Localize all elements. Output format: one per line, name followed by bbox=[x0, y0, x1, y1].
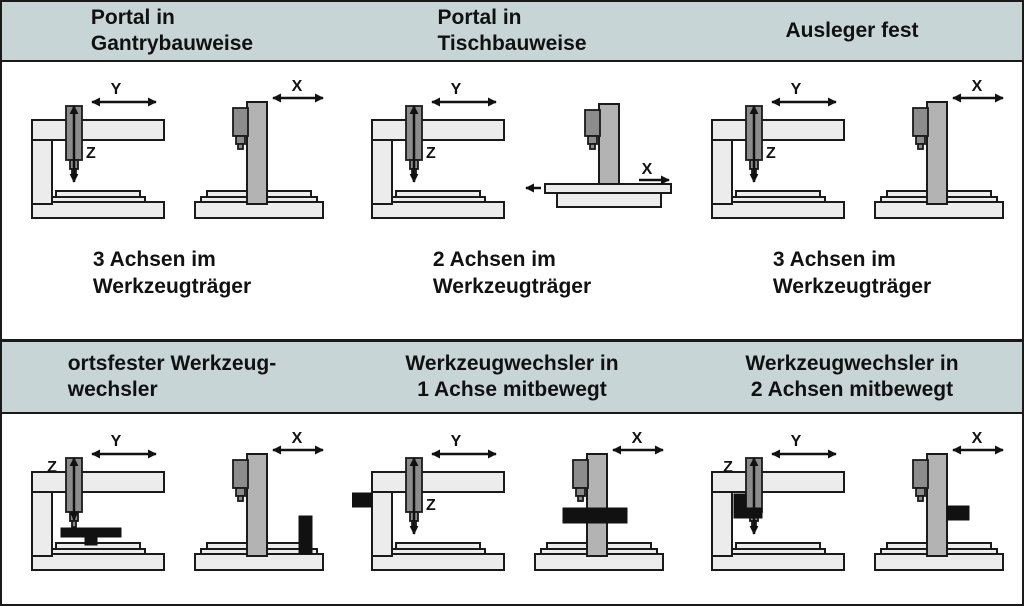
machine-column bbox=[231, 101, 268, 205]
z-axis-label: Z bbox=[723, 459, 733, 476]
header-line: 1 Achse mitbewegt bbox=[417, 378, 607, 401]
spindle-neck bbox=[586, 135, 598, 145]
diagram-row-bottom: Y Z X bbox=[2, 414, 1022, 604]
front-view-diagram: Y Z bbox=[30, 81, 165, 219]
tool-changer-block bbox=[351, 492, 372, 508]
header-line: ortsfester Werkzeug- bbox=[67, 351, 277, 375]
z-axis-label: Z bbox=[86, 145, 96, 162]
header-ausleger-fest: Ausleger fest bbox=[682, 2, 1022, 60]
header-line: wechsler bbox=[67, 378, 158, 401]
tool-changer-block bbox=[946, 505, 969, 521]
caption-line: 2 Achsen im bbox=[432, 248, 556, 271]
side-view-moving-table-diagram: X bbox=[524, 103, 672, 208]
y-axis-label: Y bbox=[790, 433, 801, 450]
machine-column bbox=[571, 453, 608, 557]
front-view-diagram: Y Z bbox=[710, 433, 845, 571]
section-ortsfester-wechsler: Y Z X bbox=[2, 414, 342, 604]
section-wechsler-1-achse: Y Z X bbox=[342, 414, 682, 604]
header-line: Ausleger fest bbox=[785, 18, 919, 42]
side-view-diagram: X bbox=[533, 432, 673, 571]
side-view-diagram: X bbox=[193, 432, 333, 571]
x-axis-label: X bbox=[291, 80, 302, 95]
caption-line: 3 Achsen im bbox=[772, 248, 896, 271]
y-axis-label: Y bbox=[450, 433, 461, 450]
header-line: Portal in bbox=[437, 5, 522, 29]
tool-rack-bar bbox=[60, 527, 121, 538]
header-portal-tisch: Portal in Tischbauweise bbox=[342, 2, 682, 60]
z-axis-label: Z bbox=[47, 459, 57, 476]
z-axis-label: Z bbox=[766, 145, 776, 162]
y-axis-label: Y bbox=[110, 433, 121, 450]
front-view-diagram: Y Z bbox=[370, 81, 505, 219]
side-view-diagram: X bbox=[873, 80, 1013, 219]
header-row-top: Portal in Gantrybauweise Portal in Tisch… bbox=[2, 2, 1022, 62]
machine-views: Y Z X bbox=[12, 80, 333, 230]
header-line: Werkzeugwechsler in bbox=[745, 351, 959, 375]
machine-views: Y Z X bbox=[12, 432, 333, 582]
machine-base bbox=[555, 192, 662, 208]
x-axis-label: X bbox=[291, 432, 302, 447]
section-portal-tisch: Y Z X 2 Achsen im Werkzeugträger bbox=[342, 62, 682, 339]
caption-line: Werkzeugträger bbox=[432, 275, 592, 299]
machine-column bbox=[911, 101, 948, 205]
header-ortsfester-wechsler: ortsfester Werkzeug- wechsler bbox=[2, 342, 342, 412]
caption-line: Werkzeugträger bbox=[772, 275, 932, 299]
tool-rack-post bbox=[298, 515, 312, 555]
section-ausleger-fest: Y Z X 3 Achsen im Werkzeugträger bbox=[682, 62, 1022, 339]
tool-changer-bar bbox=[562, 507, 627, 524]
machine-column bbox=[911, 453, 948, 557]
x-axis-label: X bbox=[631, 432, 642, 447]
machine-frame bbox=[370, 119, 505, 219]
side-view-diagram: X bbox=[873, 432, 1013, 571]
machine-column bbox=[231, 453, 268, 557]
caption-line: 3 Achsen im bbox=[92, 248, 216, 271]
machine-frame bbox=[370, 471, 505, 571]
front-view-diagram: Y Z bbox=[351, 433, 505, 571]
spindle-body bbox=[583, 109, 601, 137]
header-wechsler-1-achse: Werkzeugwechsler in 1 Achse mitbewegt bbox=[342, 342, 682, 412]
machine-frame bbox=[30, 119, 165, 219]
machine-frame bbox=[710, 119, 845, 219]
header-wechsler-2-achsen: Werkzeugwechsler in 2 Achsen mitbewegt bbox=[682, 342, 1022, 412]
x-axis-label: X bbox=[641, 161, 652, 178]
x-axis-label: X bbox=[971, 432, 982, 447]
section-portal-gantry: Y Z X 3 Achsen im Werkzeugträger bbox=[2, 62, 342, 339]
z-axis-label: Z bbox=[426, 497, 436, 514]
y-axis-label: Y bbox=[110, 81, 121, 98]
header-line: Tischbauweise bbox=[437, 32, 587, 55]
y-axis-label: Y bbox=[450, 81, 461, 98]
x-axis-label: X bbox=[971, 80, 982, 95]
caption: 2 Achsen im Werkzeugträger bbox=[433, 246, 591, 301]
caption-line: Werkzeugträger bbox=[92, 275, 252, 299]
header-row-bottom: ortsfester Werkzeug- wechsler Werkzeugwe… bbox=[2, 342, 1022, 414]
machine-views: Y Z X bbox=[692, 432, 1013, 582]
tool-changer-arm-vertical bbox=[733, 493, 746, 519]
machine-views: Y Z X bbox=[352, 80, 673, 230]
spindle-tool bbox=[588, 143, 596, 150]
front-view-diagram: Y Z bbox=[30, 433, 165, 571]
front-view-diagram: Y Z bbox=[710, 81, 845, 219]
header-line: Portal in bbox=[90, 5, 175, 29]
machine-column bbox=[597, 103, 620, 193]
header-line: 2 Achsen mitbewegt bbox=[750, 378, 954, 401]
caption: 3 Achsen im Werkzeugträger bbox=[93, 246, 251, 301]
moving-table bbox=[543, 183, 672, 194]
header-line: Werkzeugwechsler in bbox=[405, 351, 619, 375]
section-wechsler-2-achsen: Y Z X bbox=[682, 414, 1022, 604]
machine-views: Y Z X bbox=[351, 432, 673, 582]
diagram-row-top: Y Z X 3 Achsen im Werkzeugträger bbox=[2, 62, 1022, 342]
tool-rack-stem bbox=[84, 536, 97, 546]
machine-frame bbox=[710, 471, 845, 571]
header-line: Gantrybauweise bbox=[90, 32, 254, 55]
side-view-diagram: X bbox=[193, 80, 333, 219]
z-axis-label: Z bbox=[426, 145, 436, 162]
machine-frame bbox=[30, 471, 165, 571]
header-portal-gantry: Portal in Gantrybauweise bbox=[2, 2, 342, 60]
machine-views: Y Z X bbox=[692, 80, 1013, 230]
caption: 3 Achsen im Werkzeugträger bbox=[773, 246, 931, 301]
y-axis-label: Y bbox=[790, 81, 801, 98]
